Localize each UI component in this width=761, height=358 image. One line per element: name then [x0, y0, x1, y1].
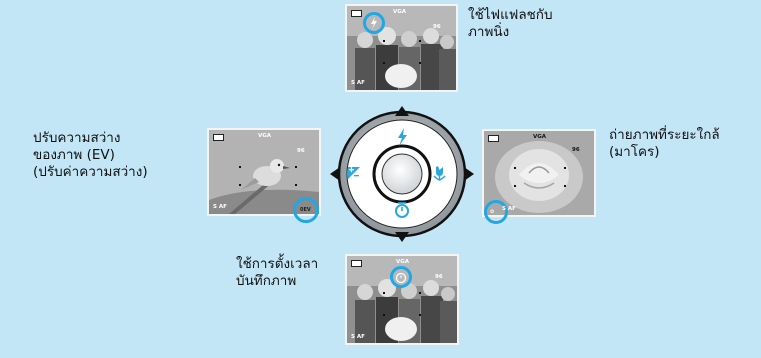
label-flash-line1: ใช้ไฟแฟลชกับ	[468, 7, 553, 23]
image-size-label: VGA	[396, 259, 410, 265]
focus-mode: S AF	[351, 80, 365, 86]
focus-dot	[383, 40, 385, 42]
focus-mode: S AF	[213, 204, 227, 210]
shots-remaining: 96	[572, 147, 580, 153]
down-arrow-icon[interactable]	[395, 232, 409, 242]
label-macro-line2: (มาโคร)	[609, 144, 660, 160]
focus-dot	[295, 166, 297, 168]
focus-dot	[514, 185, 516, 187]
flash-icon	[371, 17, 377, 29]
label-macro-line1: ถ่ายภาพที่ระยะใกล้	[609, 127, 720, 143]
label-macro: ถ่ายภาพที่ระยะใกล้ (มาโคร)	[609, 127, 720, 161]
left-arrow-icon[interactable]	[330, 167, 340, 181]
battery-icon	[488, 135, 499, 142]
timer-indicator-highlight	[390, 266, 412, 288]
self-timer-icon[interactable]	[395, 202, 409, 218]
focus-dot	[564, 185, 566, 187]
flash-icon[interactable]	[398, 128, 407, 146]
group-photo-image	[347, 6, 456, 90]
shots-remaining: 96	[297, 148, 305, 154]
focus-mode-macro: S AF	[502, 206, 516, 212]
focus-dot	[383, 292, 385, 294]
focus-dot	[239, 166, 241, 168]
label-ev-line3: (ปรับค่าความสว่าง)	[33, 164, 148, 180]
up-arrow-icon[interactable]	[395, 106, 409, 116]
focus-dot	[419, 292, 421, 294]
image-size-label: VGA	[258, 133, 272, 139]
ev-indicator-highlight: 0EV	[293, 197, 319, 223]
ev-icon[interactable]	[348, 167, 360, 179]
focus-dot	[564, 167, 566, 169]
macro-icon: ✿	[490, 209, 495, 215]
focus-dot	[383, 62, 385, 64]
label-flash-line2: ภาพนิ่ง	[468, 24, 510, 40]
battery-icon	[351, 260, 362, 267]
label-ev-line1: ปรับความสว่าง	[33, 130, 121, 146]
label-timer-line2: บันทึกภาพ	[236, 273, 297, 289]
right-arrow-icon[interactable]	[464, 167, 474, 181]
self-timer-icon	[395, 272, 407, 284]
macro-icon[interactable]	[433, 166, 446, 181]
image-size-label: VGA	[393, 9, 407, 15]
focus-mode: S AF	[351, 334, 365, 340]
ev-badge: 0EV	[300, 207, 311, 213]
focus-dot	[383, 314, 385, 316]
label-timer-line1: ใช้การตั้งเวลา	[236, 256, 319, 272]
image-size-label: VGA	[533, 134, 547, 140]
focus-dot	[514, 167, 516, 169]
shots-remaining: 96	[433, 24, 441, 30]
focus-dot	[419, 314, 421, 316]
battery-icon	[213, 134, 224, 141]
focus-dot	[419, 40, 421, 42]
label-flash: ใช้ไฟแฟลชกับ ภาพนิ่ง	[468, 7, 553, 41]
focus-dot	[239, 184, 241, 186]
label-ev: ปรับความสว่าง ของภาพ (EV) (ปรับค่าความสว…	[33, 130, 148, 181]
flash-indicator-highlight	[363, 12, 385, 34]
screen-flash: VGA 96 S AF	[345, 4, 458, 92]
label-ev-line2: ของภาพ (EV)	[33, 147, 115, 163]
battery-icon	[351, 10, 362, 17]
shots-remaining: 96	[435, 274, 443, 280]
label-timer: ใช้การตั้งเวลา บันทึกภาพ	[236, 256, 318, 290]
focus-dot	[419, 62, 421, 64]
focus-dot	[295, 184, 297, 186]
macro-indicator-highlight: ✿	[484, 200, 508, 224]
control-dial	[330, 106, 474, 242]
